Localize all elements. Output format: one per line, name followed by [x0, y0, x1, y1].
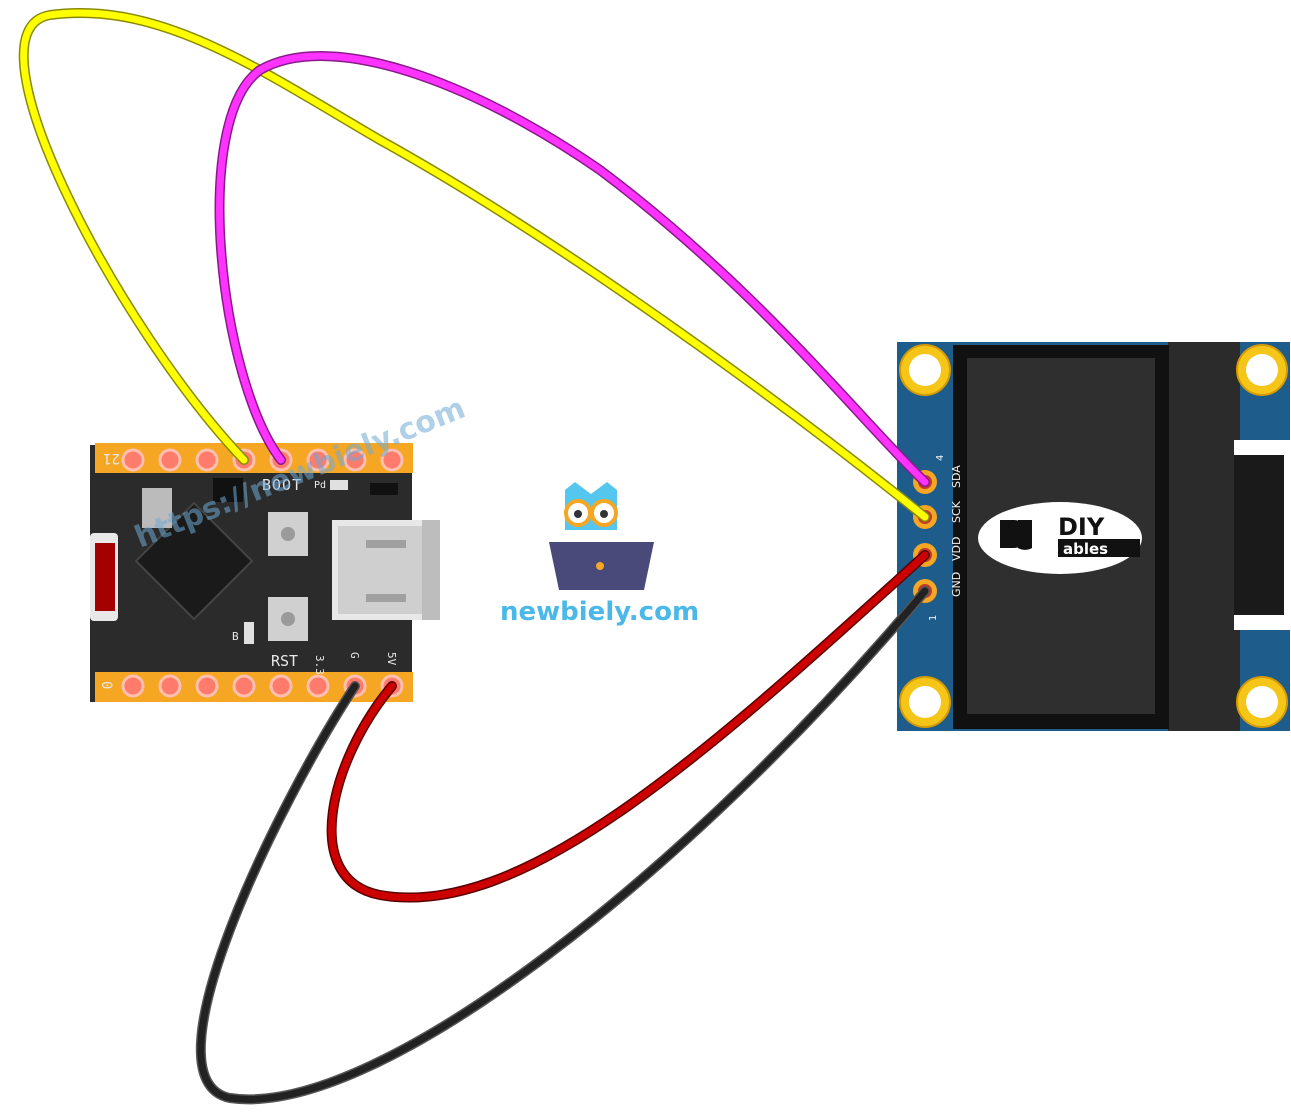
top-pin-header: [95, 443, 413, 473]
boot-button: [268, 512, 308, 556]
pin-label-g: G: [348, 652, 361, 659]
oled-module: DIY ables SDA SCK VDD GND 4 1: [897, 342, 1290, 731]
newbiely-mascot: [549, 482, 654, 590]
oled-pin-label-sda: SDA: [950, 465, 963, 488]
oled-pin-number-1: 1: [928, 615, 939, 621]
oled-pin-label-sck: SCK: [950, 500, 963, 523]
brand-name: newbiely.com: [500, 597, 699, 627]
oled-pin-number-4: 4: [935, 455, 946, 461]
b-label: B: [232, 630, 239, 643]
usb-c-connector: [332, 520, 440, 620]
oled-pin-label-vdd: VDD: [950, 537, 963, 561]
pin-label-0: 0: [98, 681, 114, 689]
logo-text-diy: DIY: [1058, 513, 1105, 541]
pin-label-3v3: 3.3: [313, 655, 326, 675]
bottom-pin-header: [95, 672, 413, 702]
reset-button: [268, 597, 308, 641]
wire-sck: [18, 7, 930, 522]
wires: [18, 7, 930, 1105]
mcu-chip: [134, 501, 254, 621]
pin-label-21: 21: [103, 450, 120, 466]
boot-label: BOOT: [262, 476, 302, 494]
rst-label: RST: [271, 652, 298, 670]
pin-label-5v: 5V: [385, 652, 398, 666]
wire-sda: [214, 51, 930, 487]
logo-text-ables: ables: [1063, 540, 1108, 558]
mcu-board: 21 BOOT Pd RST B 0 3.3 G 5V: [90, 443, 440, 702]
pd-label: Pd: [314, 480, 326, 491]
oled-pin-label-gnd: GND: [950, 572, 963, 597]
diyables-logo: DIY ables: [978, 502, 1142, 574]
